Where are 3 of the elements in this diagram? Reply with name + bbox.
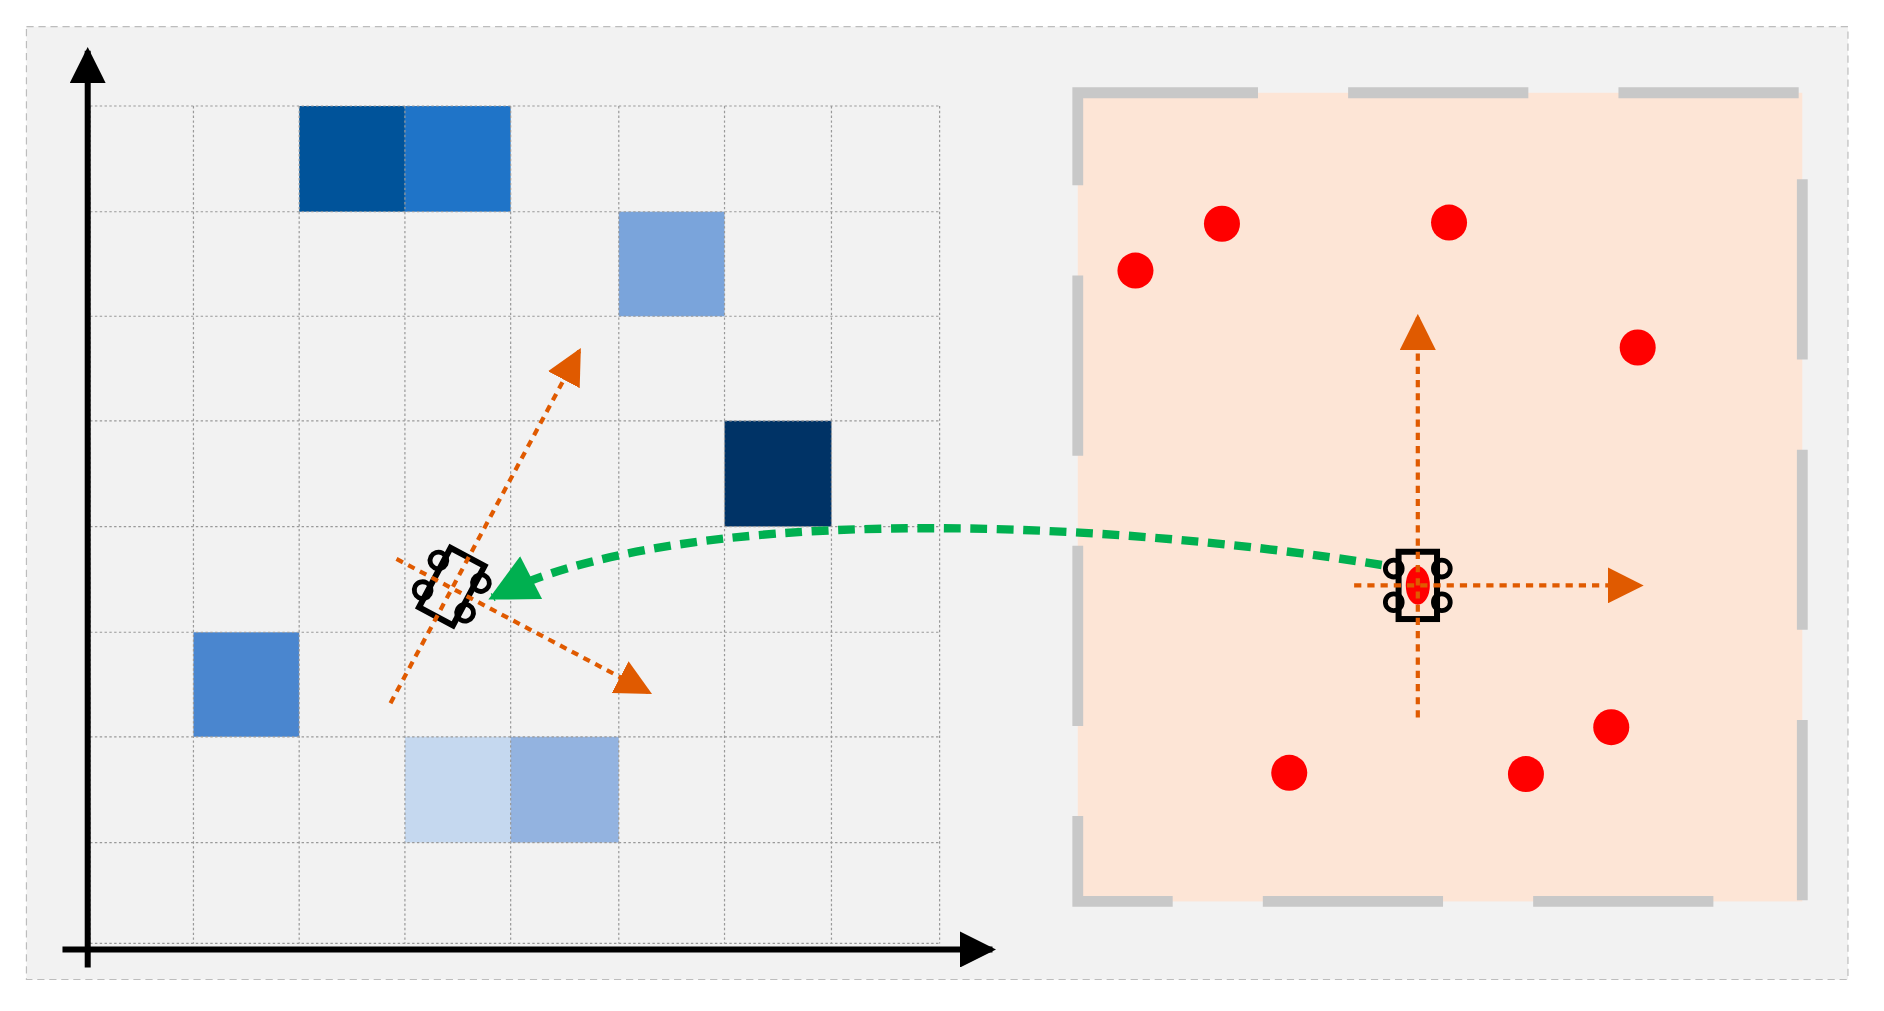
robot-drawing [1382, 548, 1453, 623]
robot-drawing [411, 543, 492, 630]
arrow [488, 524, 1383, 603]
